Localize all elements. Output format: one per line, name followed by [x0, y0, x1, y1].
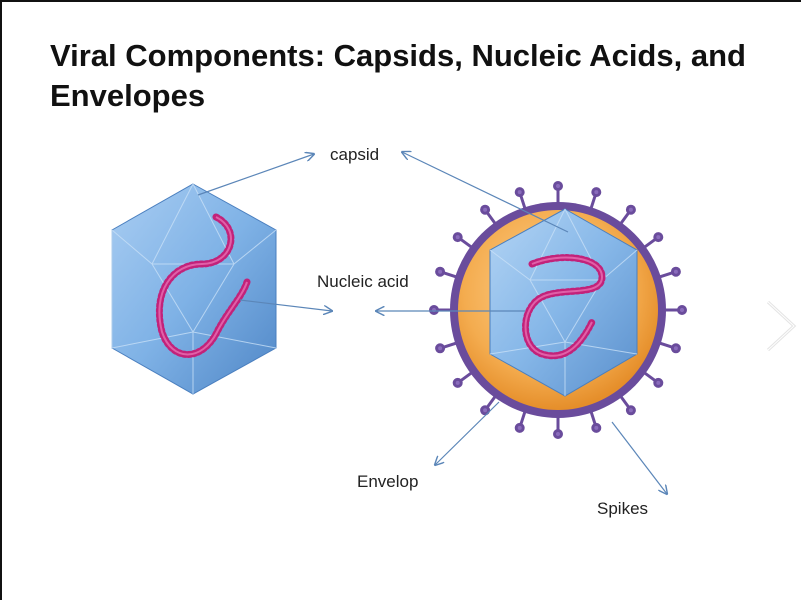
spike-tip — [677, 305, 687, 315]
spike-tip — [670, 343, 681, 354]
arrow-capsid-right — [402, 152, 569, 233]
label-envelop: Envelop — [357, 472, 419, 491]
spike-tip — [452, 377, 463, 388]
spike-tip — [514, 187, 525, 198]
spike-tip — [670, 266, 681, 277]
arrow-envelop — [435, 401, 500, 465]
chevron-right-icon — [766, 300, 797, 352]
next-slide-button[interactable] — [762, 298, 801, 354]
spike-tip — [591, 187, 602, 198]
arrow-spikes — [611, 421, 667, 494]
arrow-nucleic-left — [239, 299, 332, 311]
naked-virus — [111, 183, 277, 395]
spike-tip — [480, 204, 491, 215]
enveloped-virus — [429, 181, 687, 439]
spike-tip — [435, 343, 446, 354]
spike-tip — [591, 422, 602, 433]
spike-tip — [435, 266, 446, 277]
spike-tip — [625, 204, 636, 215]
spike-tip — [553, 429, 563, 439]
spike-tip — [553, 181, 563, 191]
spike-tip — [480, 405, 491, 416]
spike-tip — [429, 305, 439, 315]
label-nucleic-acid: Nucleic acid — [317, 272, 409, 291]
arrow-capsid-left — [197, 154, 314, 196]
arrows — [197, 152, 667, 494]
spike-tip — [452, 232, 463, 243]
label-spikes: Spikes — [597, 499, 649, 518]
spikes — [429, 181, 687, 439]
slide-title: Viral Components: Capsids, Nucleic Acids… — [50, 38, 746, 113]
spike-tip — [625, 405, 636, 416]
spike-tip — [653, 377, 664, 388]
spike-tip — [653, 232, 664, 243]
spike-tip — [514, 422, 525, 433]
label-capsid: capsid — [330, 145, 380, 164]
capsid-left — [111, 183, 277, 395]
